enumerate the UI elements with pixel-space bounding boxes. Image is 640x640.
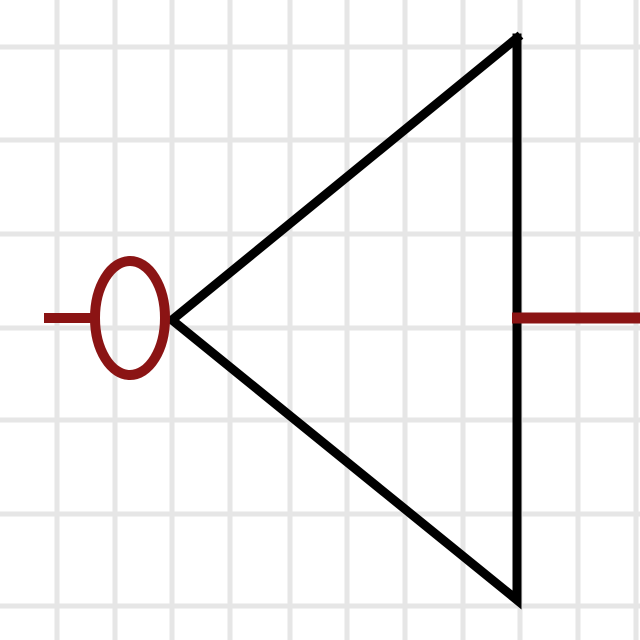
inverter-symbol[interactable]: [44, 31, 640, 610]
inversion-bubble: [90, 256, 170, 380]
